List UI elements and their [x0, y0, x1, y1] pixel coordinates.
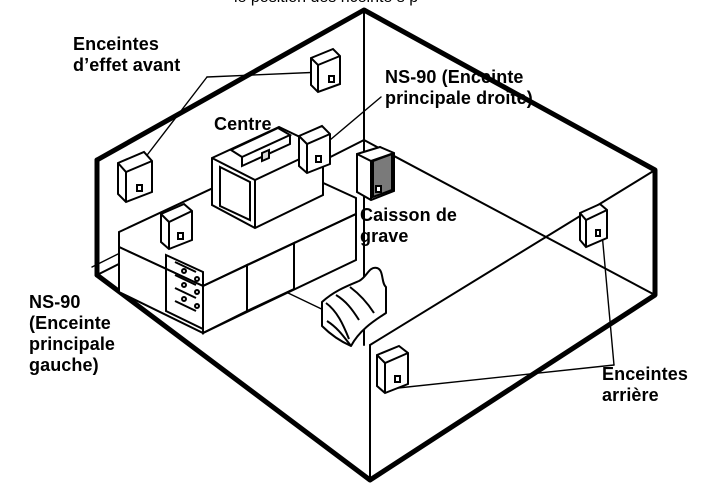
rear-left-leader — [397, 364, 615, 389]
subwoofer — [356, 145, 395, 202]
armchair — [321, 266, 387, 347]
center-label: Centre — [214, 114, 272, 134]
top-caption-cropped: le position des nceinte s p — [234, 0, 494, 8]
left-main-speaker-label: NS-90 (Enceinte principale gauche) — [29, 292, 116, 375]
front-effect-right-leader — [206, 71, 324, 78]
rear-right-leader — [601, 232, 615, 366]
rear-speaker-left — [376, 344, 409, 395]
room-right-floor-edge — [369, 169, 656, 346]
room-floor-right-edge — [363, 139, 656, 296]
right-main-leader — [329, 96, 382, 141]
subwoofer-label: Caisson de grave — [360, 205, 458, 246]
left-main-speaker — [160, 202, 193, 251]
television — [211, 125, 324, 230]
rear-speakers-label: Enceintes arrière — [602, 364, 688, 405]
right-main-speaker — [298, 124, 331, 175]
front-effect-speaker-right — [310, 47, 341, 94]
front-effect-speakers-label: Enceintes d’effet avant — [73, 34, 181, 75]
front-effect-left-leader — [140, 76, 208, 164]
front-effect-speaker-left — [117, 150, 153, 204]
rear-speaker-right — [579, 202, 608, 249]
right-main-speaker-label: NS-90 (Enceinte principale droite) — [385, 67, 533, 108]
